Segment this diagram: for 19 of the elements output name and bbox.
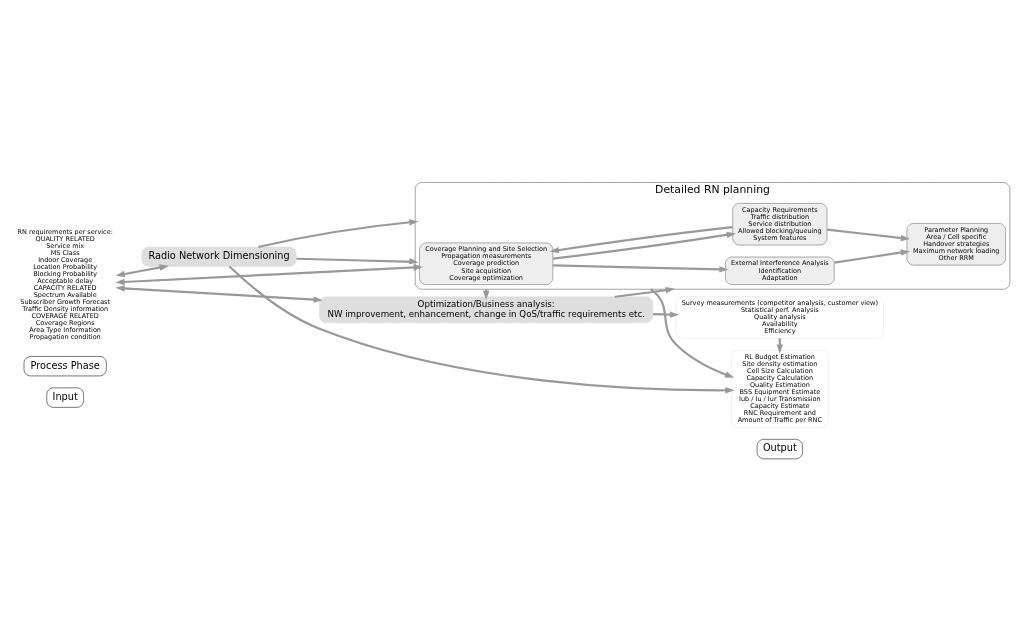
node-box: Optimization/Business analysis: NW improvement, enhancement, change in QoS/traffic requirements etc. [319, 296, 654, 323]
arrow [115, 263, 423, 285]
arrow [827, 228, 911, 241]
arrow [614, 286, 675, 298]
arrow [652, 310, 680, 318]
arrow [228, 265, 735, 394]
arrow [650, 287, 735, 378]
node-box: Input [46, 387, 84, 408]
arrow [258, 218, 419, 248]
arrow [834, 248, 911, 264]
node-box: Output [756, 438, 803, 459]
arrow [115, 284, 323, 303]
node-box: Radio Network Dimensioning [141, 246, 297, 267]
arrow [552, 263, 729, 273]
node-box: Process Phase [23, 355, 107, 376]
arrow [115, 263, 169, 277]
arrow [296, 257, 419, 264]
arrow [549, 225, 733, 253]
arrow [552, 231, 736, 260]
